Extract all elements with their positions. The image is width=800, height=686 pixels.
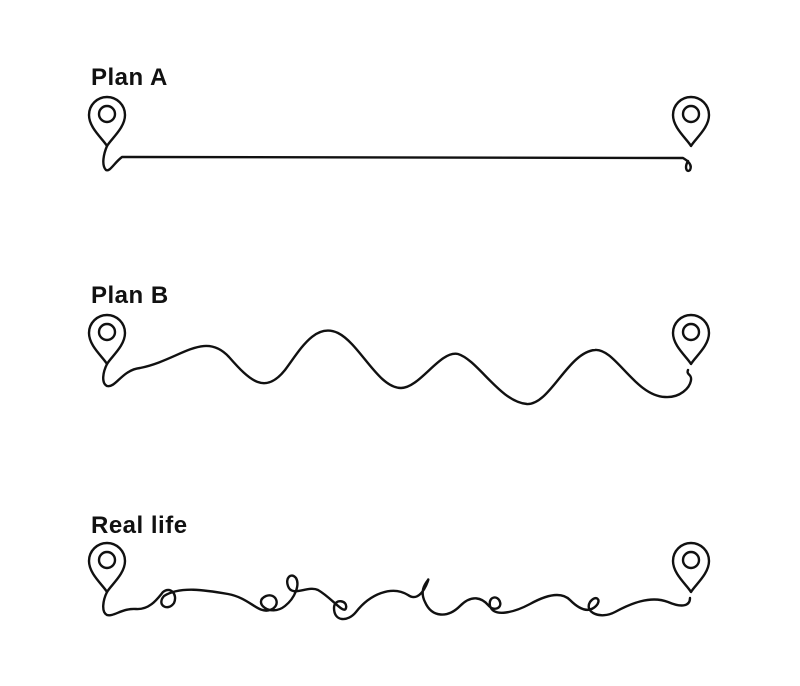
start-pin-icon: [87, 541, 127, 594]
plan-b-route: [87, 313, 711, 406]
end-pin-icon: [671, 313, 711, 366]
plan-a-label: Plan A: [91, 64, 168, 91]
plan-b-path: [102, 329, 693, 406]
plan-a-route: [87, 95, 711, 173]
real-life-path: [102, 574, 692, 621]
end-pin-icon: [671, 95, 711, 148]
plan-b-label: Plan B: [91, 282, 169, 309]
start-pin-icon: [87, 313, 127, 366]
start-pin-icon: [87, 95, 127, 148]
end-pin-icon: [671, 541, 711, 594]
plan-a-path: [102, 144, 692, 173]
real-life-label: Real life: [91, 512, 188, 539]
real-life-route: [87, 541, 711, 621]
